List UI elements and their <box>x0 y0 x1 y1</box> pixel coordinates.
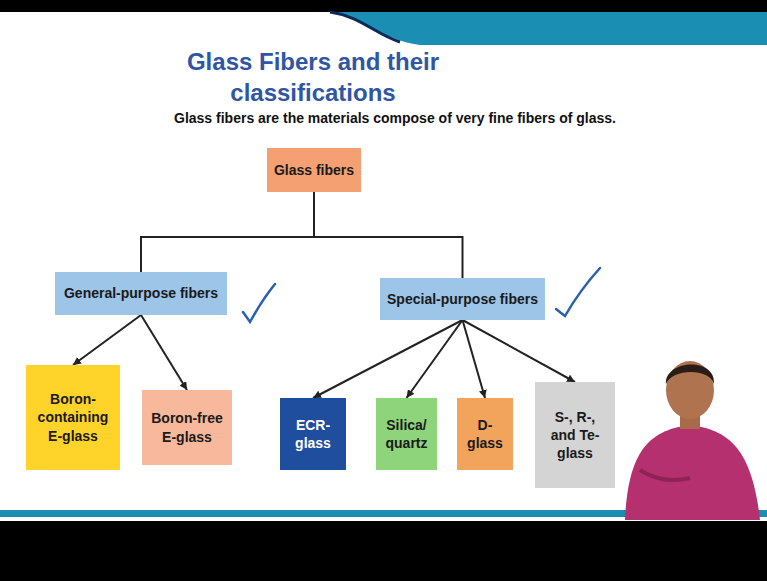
check-mark <box>243 284 275 322</box>
node-label: Glass fibers <box>274 161 354 179</box>
connector <box>313 320 463 398</box>
connector <box>73 315 141 365</box>
node-label: ECR-glass <box>286 416 340 452</box>
top-bar <box>0 0 767 12</box>
node-label: Silica/ quartz <box>382 416 431 452</box>
node-label: D-glass <box>463 416 507 452</box>
node-label: Boron-free E-glass <box>148 409 226 445</box>
subtitle-note: Glass fibers are the materials compose o… <box>60 110 730 126</box>
check-mark <box>556 268 600 316</box>
top-band <box>330 12 767 45</box>
bottom-bar <box>0 521 767 581</box>
category-box: D-glass <box>457 398 513 470</box>
connector <box>141 315 187 390</box>
category-box: Boron-containing E-glass <box>26 365 120 470</box>
connector <box>463 320 486 398</box>
category-box: S-, R-, and Te-glass <box>535 382 615 488</box>
connector <box>407 320 463 398</box>
node-label: S-, R-, and Te-glass <box>541 408 609 463</box>
category-box: Silica/ quartz <box>376 398 437 470</box>
connector <box>314 192 463 278</box>
node-label: Special-purpose fibers <box>387 290 538 308</box>
top-curve <box>330 12 400 42</box>
category-box: ECR-glass <box>280 398 346 470</box>
node-label: Boron-containing E-glass <box>32 390 114 445</box>
category-box: Special-purpose fibers <box>380 278 545 320</box>
presenter-figure <box>625 361 760 520</box>
category-box: Boron-free E-glass <box>142 390 232 465</box>
category-box: Glass fibers <box>267 148 361 192</box>
connector <box>463 320 576 382</box>
connector <box>141 192 314 272</box>
category-box: General-purpose fibers <box>55 272 227 315</box>
node-label: General-purpose fibers <box>64 284 218 302</box>
slide-title: Glass Fibers and their classifications <box>143 46 483 108</box>
